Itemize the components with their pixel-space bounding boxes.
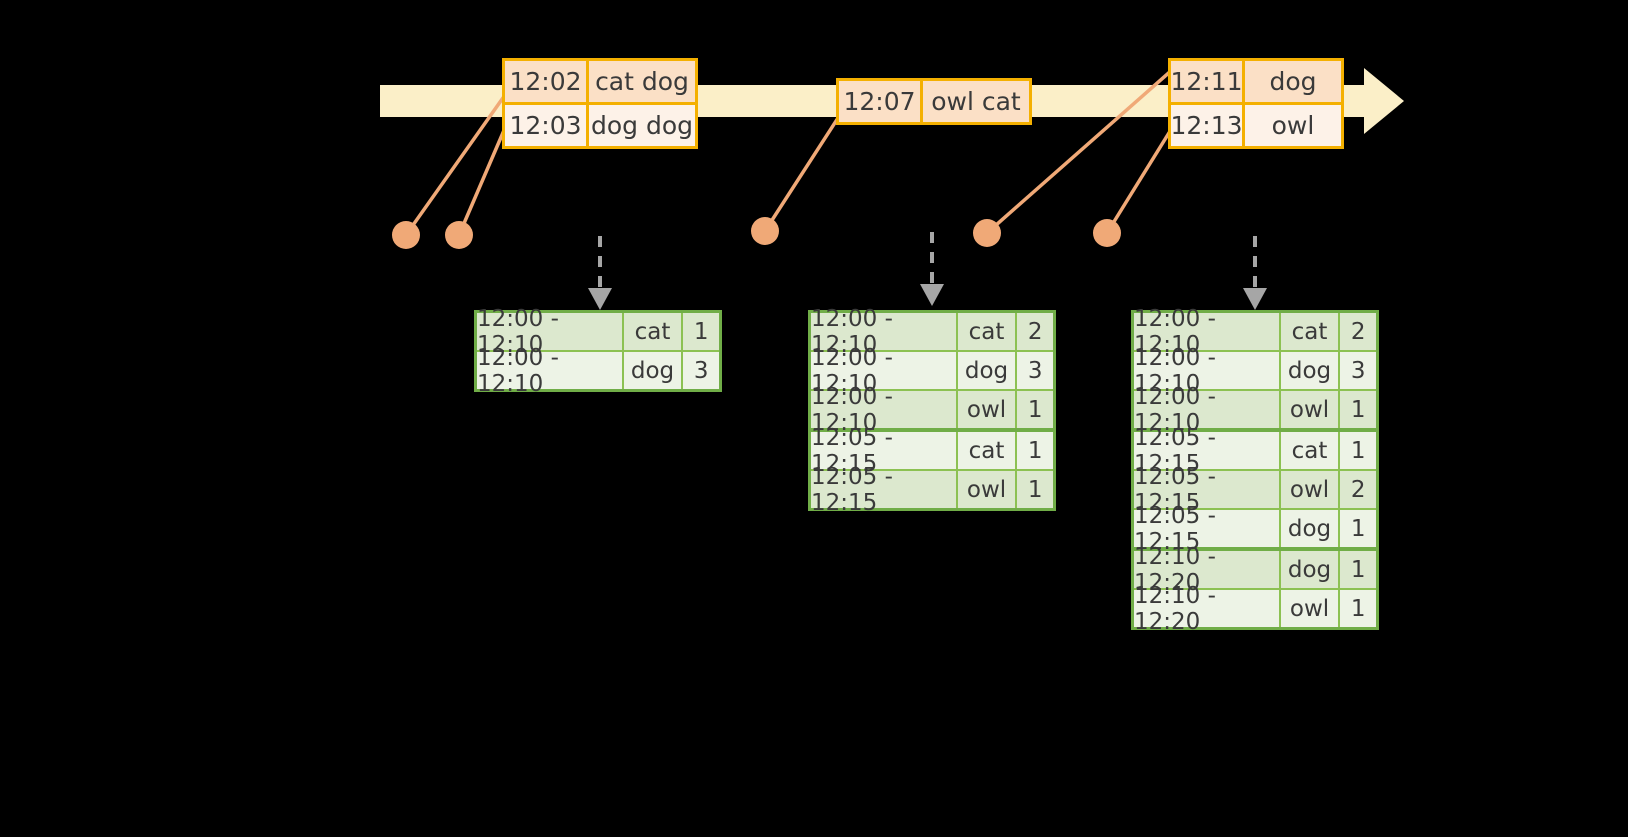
connector-line-2	[457, 127, 507, 236]
result-word: dog	[1281, 510, 1341, 547]
connector-line-5	[1105, 127, 1174, 234]
result-word: owl	[1281, 391, 1341, 428]
result-word: owl	[958, 391, 1018, 428]
result-window: 12:00 - 12:10	[811, 384, 958, 436]
result-window: 12:10 - 12:20	[1134, 583, 1281, 635]
event-row[interactable]: 12:11 dog	[1170, 61, 1341, 102]
dot-4	[973, 219, 1001, 247]
event-words: owl	[1271, 111, 1315, 140]
result-window: 12:00 - 12:10	[477, 306, 624, 358]
event-words: dog dog	[590, 111, 693, 140]
result-count: 1	[693, 318, 709, 345]
result-word: cat	[1281, 432, 1341, 469]
result-count: 3	[693, 357, 709, 384]
event-time: 12:13	[1170, 105, 1245, 146]
result-count: 2	[1027, 318, 1043, 345]
result-word: owl	[1281, 471, 1341, 508]
result-count: 1	[1350, 396, 1366, 423]
result-word: owl	[958, 471, 1018, 508]
result-window: 12:00 - 12:10	[477, 345, 624, 397]
event-box-1[interactable]: 12:02 cat dog 12:03 dog dog	[502, 58, 698, 149]
result-window: 12:05 - 12:15	[811, 464, 958, 516]
result-word: dog	[958, 352, 1018, 389]
connector-line-3	[763, 117, 840, 232]
result-word: owl	[1281, 590, 1341, 627]
result-count: 1	[1350, 595, 1366, 622]
event-row[interactable]: 12:03 dog dog	[505, 102, 695, 146]
result-word: dog	[1281, 551, 1341, 588]
event-row[interactable]: 12:02 cat dog	[505, 61, 695, 102]
event-box-2[interactable]: 12:07 owl cat	[836, 78, 1032, 125]
result-count: 1	[1027, 437, 1043, 464]
result-count: 1	[1350, 515, 1366, 542]
event-row[interactable]: 12:13 owl	[1170, 102, 1341, 146]
event-time: 12:11	[1170, 61, 1245, 102]
event-row[interactable]: 12:07 owl cat	[839, 81, 1029, 122]
event-box-3[interactable]: 12:11 dog 12:13 owl	[1168, 58, 1344, 149]
down-arrow-2-head-icon	[920, 284, 944, 306]
result-count: 1	[1027, 476, 1043, 503]
result-word: cat	[1281, 313, 1341, 350]
event-words: cat dog	[595, 67, 689, 96]
result-count: 3	[1350, 357, 1366, 384]
event-words: dog	[1269, 67, 1317, 96]
dot-1	[392, 221, 420, 249]
down-arrows	[598, 232, 1257, 290]
event-time: 12:07	[839, 81, 923, 122]
result-count: 1	[1350, 437, 1366, 464]
connector-line-1	[404, 93, 507, 237]
dot-3	[751, 217, 779, 245]
connector-dots	[392, 217, 1121, 249]
result-count: 1	[1027, 396, 1043, 423]
event-words: owl cat	[931, 87, 1021, 116]
result-window: 12:00 - 12:10	[1134, 384, 1281, 436]
result-word: dog	[624, 352, 684, 389]
timeline-arrowhead-icon	[1364, 68, 1404, 134]
result-word: dog	[1281, 352, 1341, 389]
result-word: cat	[624, 313, 684, 350]
result-count: 2	[1350, 476, 1366, 503]
result-word: cat	[958, 313, 1018, 350]
event-time: 12:02	[505, 61, 589, 102]
result-count: 2	[1350, 318, 1366, 345]
dot-2	[445, 221, 473, 249]
result-count: 1	[1350, 556, 1366, 583]
result-word: cat	[958, 432, 1018, 469]
result-window: 12:05 - 12:15	[1134, 425, 1281, 477]
result-window: 12:05 - 12:15	[1134, 503, 1281, 555]
dot-5	[1093, 219, 1121, 247]
event-time: 12:03	[505, 105, 589, 146]
result-count: 3	[1027, 357, 1043, 384]
